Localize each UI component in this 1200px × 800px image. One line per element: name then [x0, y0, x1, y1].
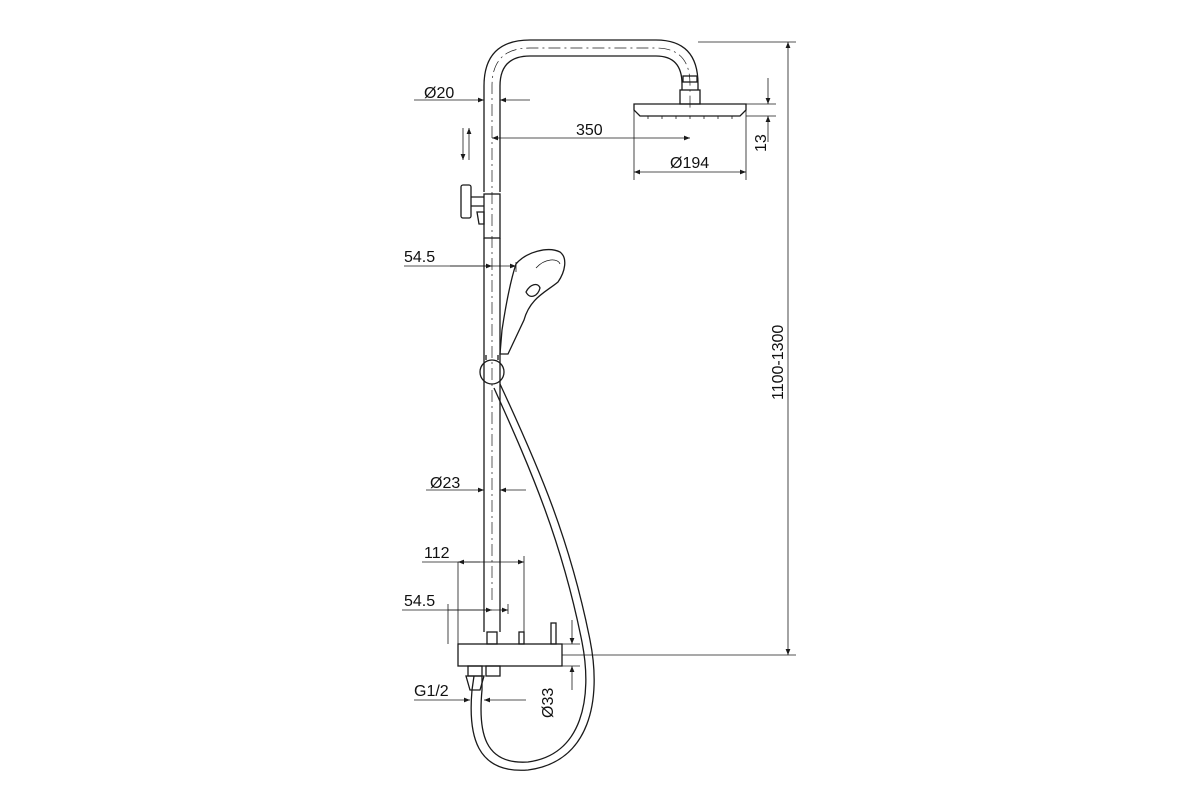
- arm-centerline: [491, 47, 691, 600]
- mixer-body: [457, 643, 563, 667]
- hand-shower-button: [525, 283, 541, 297]
- ext-mixer-offset: [447, 604, 509, 644]
- label-mixer-offset: 54.5: [404, 593, 435, 610]
- ext-head-top: [746, 103, 776, 117]
- rail-joint: [486, 631, 498, 645]
- mixer-top-pin-left: [518, 631, 525, 645]
- bracket-lever: [476, 211, 485, 225]
- label-head-thickness: 13: [753, 134, 770, 152]
- hose-nut: [465, 675, 485, 691]
- riser-arm-outer: [483, 39, 699, 192]
- label-inlet-thread: G1/2: [414, 683, 449, 700]
- label-mixer-diameter: Ø33: [540, 688, 557, 718]
- holder-neck: [485, 355, 499, 360]
- label-total-height: 1100-1300: [770, 325, 787, 400]
- riser-arm-inner: [499, 55, 683, 192]
- label-head-diameter: Ø194: [670, 155, 709, 172]
- hand-shower-holder: [479, 359, 505, 385]
- label-arm-reach: 350: [576, 122, 603, 139]
- label-mixer-width: 112: [424, 545, 450, 562]
- double-arrow-vertical-icon: [460, 128, 472, 160]
- ext-head-sides: [633, 110, 747, 180]
- bracket-knob: [460, 184, 472, 219]
- label-hand-shower-offset: 54.5: [404, 249, 435, 266]
- hose-outer: [470, 383, 595, 771]
- ext-mixer-width: [457, 556, 525, 644]
- label-rail-diameter: Ø23: [430, 475, 460, 492]
- label-arm-diameter: Ø20: [424, 85, 454, 102]
- head-connector: [682, 75, 698, 83]
- hose-inner: [480, 387, 587, 763]
- inlet-right: [485, 665, 501, 677]
- shower-head-nozzles: [647, 116, 733, 119]
- dimension-lines: [402, 41, 796, 703]
- dimension-labels: Ø20 350 13 Ø194 1100-1300 54.5 Ø23 112 5…: [404, 85, 787, 718]
- hand-shower-face: [535, 259, 561, 269]
- shower-structure: [457, 39, 747, 771]
- mixer-top-pin-right: [550, 622, 557, 645]
- bracket-knob-stem: [471, 196, 484, 207]
- hand-shower: [499, 249, 566, 355]
- inlet-left: [467, 665, 483, 677]
